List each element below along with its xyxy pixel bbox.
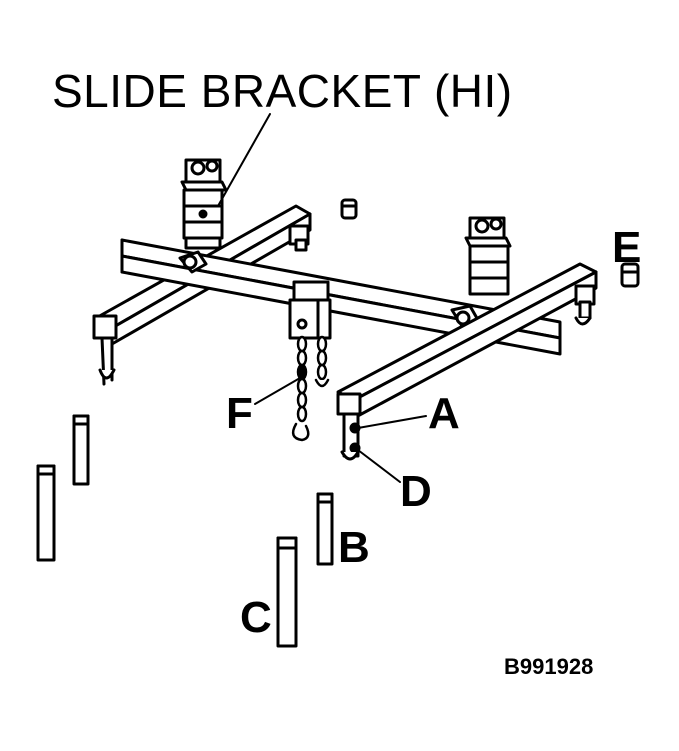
slide-bracket-right — [464, 216, 512, 296]
leg-bracket-front — [340, 412, 361, 461]
leg-tube-c — [276, 536, 298, 648]
callout-a: A — [428, 389, 460, 438]
figure-code: B991928 — [504, 654, 594, 679]
nut-top — [340, 198, 358, 220]
diagram-title: SLIDE BRACKET (HI) — [52, 65, 513, 117]
leg-tube-b — [316, 492, 334, 566]
leg-tube-1 — [72, 414, 90, 486]
callout-d: D — [400, 467, 432, 516]
cross-beam — [120, 238, 562, 356]
callout-e: E — [612, 223, 642, 272]
callout-c: C — [240, 593, 272, 642]
leg-tube-2 — [36, 464, 56, 562]
callout-f: F — [226, 389, 253, 438]
hoist-chain — [291, 335, 330, 442]
hoist-block — [288, 280, 332, 340]
arm-right — [336, 262, 598, 420]
leader-lines — [217, 113, 427, 483]
nut-e — [620, 262, 640, 288]
callout-b: B — [338, 523, 370, 572]
